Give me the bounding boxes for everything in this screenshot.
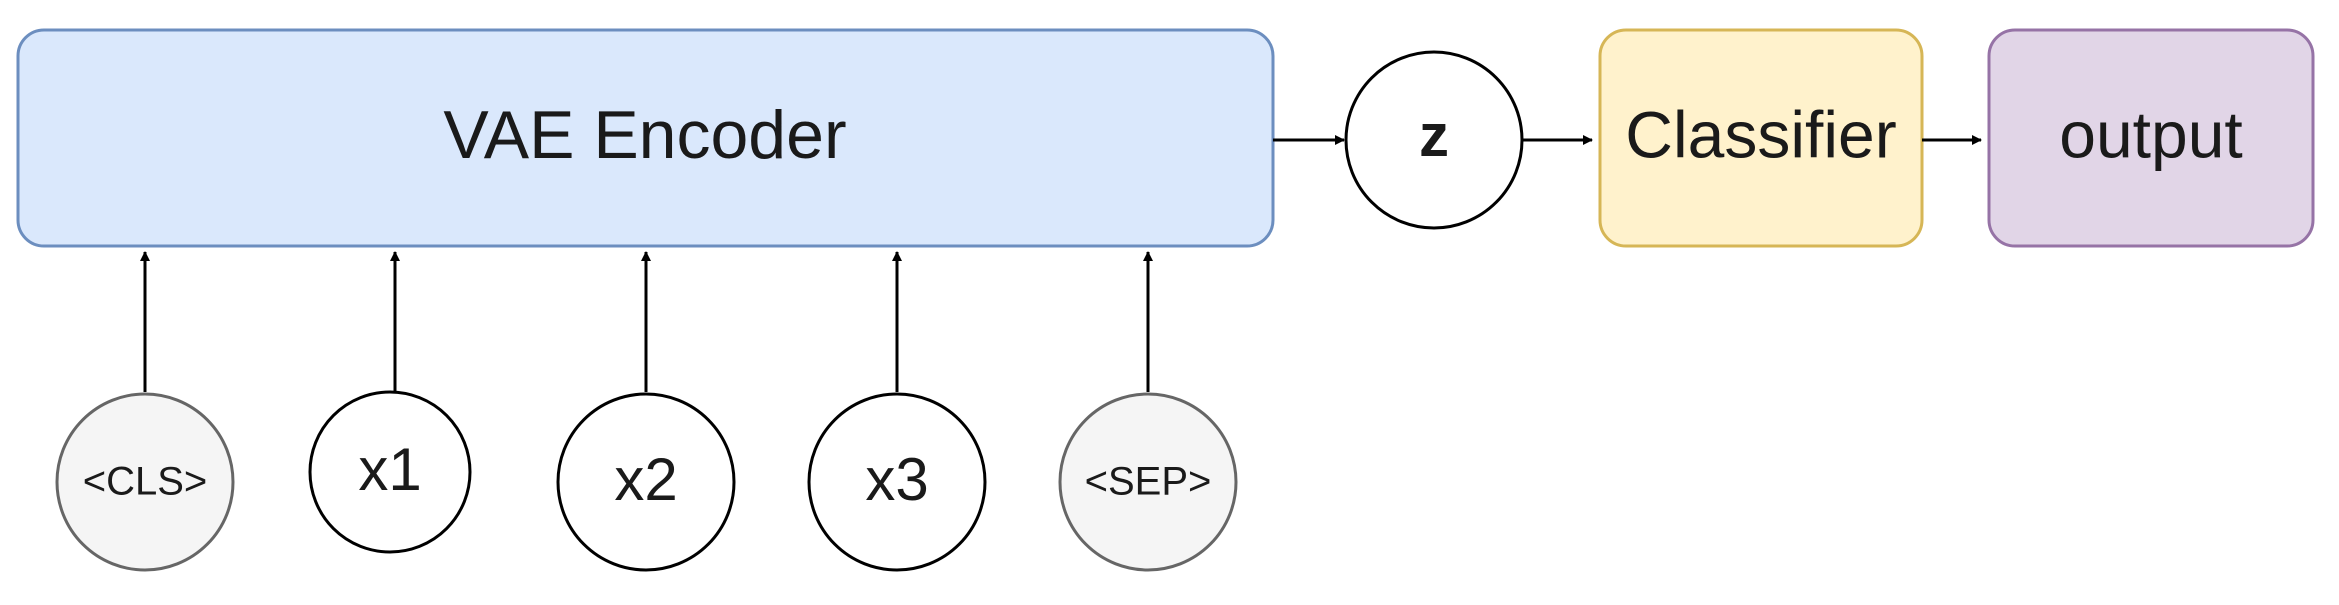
- classifier-node: Classifier: [1598, 28, 1924, 248]
- token-x3-label: x3: [865, 446, 928, 513]
- token-sep-circle: [1058, 392, 1238, 572]
- token-cls-circle: [55, 392, 235, 572]
- token-x2-circle: [556, 392, 736, 572]
- token-x1-label: x1: [358, 436, 421, 503]
- token-x3-circle: [807, 392, 987, 572]
- token-x1-node: x1: [308, 251, 472, 554]
- vae-encoder-label: VAE Encoder: [443, 97, 846, 173]
- output-box: [1987, 28, 2315, 248]
- z-label: z: [1419, 102, 1449, 169]
- token-x2-label: x2: [614, 446, 677, 513]
- token-x1-circle: [308, 390, 472, 554]
- token-cls-node: <CLS>: [55, 251, 235, 572]
- token-sep-node: <SEP>: [1058, 251, 1238, 572]
- classifier-box: [1598, 28, 1924, 248]
- vae-encoder-node: VAE Encoder: [16, 28, 1275, 248]
- token-cls-label: <CLS>: [83, 460, 208, 504]
- token-sep-label: <SEP>: [1085, 460, 1212, 504]
- output-label: output: [2059, 97, 2243, 171]
- classifier-label: Classifier: [1625, 97, 1896, 171]
- vae-encoder-box: [16, 28, 1275, 248]
- token-x2-node: x2: [556, 251, 736, 572]
- z-node: z: [1344, 50, 1524, 230]
- output-node: output: [1987, 28, 2315, 248]
- token-x3-node: x3: [807, 251, 987, 572]
